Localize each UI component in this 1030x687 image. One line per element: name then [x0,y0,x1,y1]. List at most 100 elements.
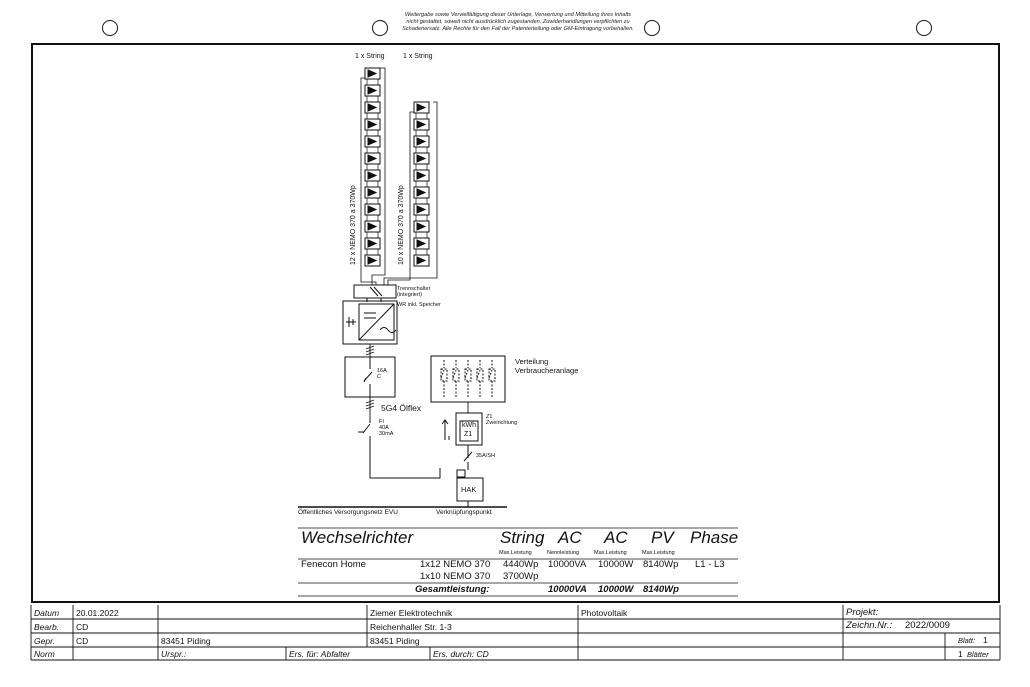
datum-label: Datum [34,608,60,618]
pv-modules [364,67,430,267]
row2-string-power: 3700Wp [503,571,539,582]
col-ac-nominal-sub: Nennleistung [547,550,580,556]
datum-value: 20.01.2022 [76,608,119,618]
string-wiring [360,67,438,285]
urspr-label: Urspr.: [161,649,187,659]
inverter-symbol [342,300,398,345]
disconnector-note: (integriert) [397,292,423,298]
company-street: Reichenhaller Str. 1-3 [370,622,452,632]
row1-strings: 1x12 NEMO 370 [420,559,491,570]
zeichn-value: 2022/0009 [905,620,950,631]
col-ac-nominal-head: AC [558,528,582,547]
distribution-label: Verteilung [515,357,549,366]
string-1-label: 1 x String [355,53,385,60]
pv-module [364,67,381,85]
projekt-label: Projekt: [846,607,879,618]
blaetter-value: 1 [958,649,963,659]
col-pv-head: PV [651,528,674,547]
pv-module [364,135,381,153]
hak-label: HAK [461,485,477,494]
string-2-label: 1 x String [403,53,433,60]
norm-label: Norm [34,649,55,659]
breaker-rating: 16A [377,368,387,374]
pv-module [364,237,381,255]
company-city: 83451 Piding [370,636,420,646]
pv-module [364,84,381,102]
col-pv-sub: Max.Leistung [642,550,675,556]
distribution-board [430,355,506,403]
total-ac-max: 10000W [598,584,634,595]
phase: L1 - L3 [695,559,725,570]
rcd-label: FI [379,419,384,425]
gepr-value: CD [76,636,89,646]
total-pv: 8140Wp [643,584,679,595]
pv-module [413,152,430,170]
copyright-notice: Weitergabe sowie Vervielfältigung dieser… [378,12,658,33]
drawing-frame [31,43,1000,603]
row2-strings: 1x10 NEMO 370 [420,571,491,582]
feeder-cable [365,344,375,357]
pv-module [364,254,381,267]
rcd-trip: 30mA [379,431,394,437]
pv-module [413,135,430,153]
ers-fuer-label: Ers. für: Abfalter [289,649,351,659]
company-name: Ziemer Elektrotechnik [370,608,453,618]
title-block-grid [30,605,1001,661]
pv-module [413,118,430,136]
connection-point-label: Verknüpfungspunkt [436,509,492,516]
pv-module [413,237,430,255]
cable-to-rcd [365,397,375,420]
summary-table-rules [298,527,738,597]
device-name: Fenecon Home [301,559,366,570]
pv-module [364,220,381,238]
distribution-breaker [440,360,448,398]
pv-module [413,203,430,221]
notice-line-3: Schadenersatz. Alle Rechte für den Fall … [402,26,634,32]
pv-module [364,169,381,187]
disconnector-label: Trennschalter [397,286,431,292]
pv-module [364,101,381,119]
pv-module [364,203,381,221]
blatt-label: Blatt: [958,636,976,645]
pv-max: 8140Wp [643,559,679,570]
pv-module [413,254,430,267]
meter-label: Z1 [464,431,473,438]
distribution-breaker [476,360,484,398]
distribution-breaker [464,360,472,398]
punch-hole-center-left [372,20,388,36]
rcd-symbol [358,420,441,479]
notice-line-2: nicht gestattet, soweit nicht ausdrückli… [406,19,630,25]
string-2-modules-label: 10 x NEMO 370 a 370Wp [398,185,405,265]
fuse-label: 35A/SH [476,453,495,459]
col-string-head: String [500,528,545,547]
meter-symbol [441,412,483,470]
punch-hole-center-right [644,20,660,36]
col-ac-max-sub: Max.Leistung [594,550,627,556]
blatt-value: 1 [983,635,988,645]
punch-hole-right [916,20,932,36]
breaker-symbol [344,356,396,398]
pv-module [364,152,381,170]
consumer-label: Verbraucheranlage [515,366,579,375]
ers-durch-label: Ers. durch: CD [433,649,489,659]
meter-unit: kWh [462,422,476,429]
total-ac-nominal: 10000VA [548,584,587,595]
gepr-label: Gepr. [34,636,55,646]
meter-note: Zweirichtung [486,420,518,426]
string-1-modules-label: 12 x NEMO 370 a 370Wp [350,185,357,265]
col-phase-head: Phase [690,528,739,547]
row1-string-power: 4440Wp [503,559,539,570]
punch-hole-left [102,20,118,36]
pv-module [364,186,381,204]
pv-module [413,186,430,204]
pv-module [364,118,381,136]
blaetter-label: Blätter [967,650,989,659]
col-string-sub: Max.Leistung [499,550,532,556]
inverter-label: WR inkl. Speicher [397,302,441,308]
total-label: Gesamtleistung: [415,584,490,595]
cable-label: 5G4 Ölflex [381,403,422,413]
pv-module [413,101,430,119]
ac-max: 10000W [598,559,634,570]
distribution-breaker [488,360,496,398]
bearb-label: Bearb. [34,622,60,632]
